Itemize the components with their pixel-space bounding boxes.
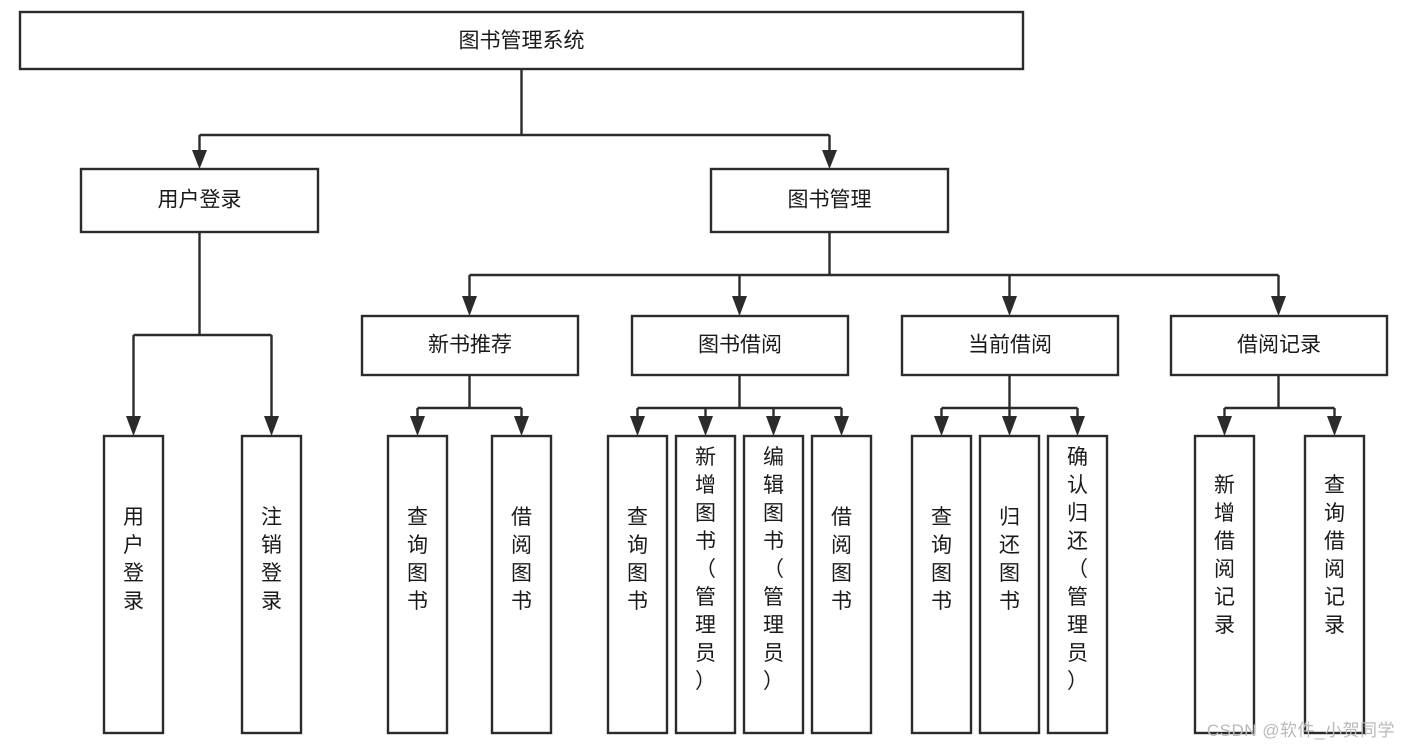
node-root[interactable]: 图书管理系统 (18, 10, 1025, 71)
node-leaf-borrow-book-box[interactable] (810, 434, 873, 735)
node-leaf-user-login-label: 用户登录 (123, 506, 144, 613)
node-leaf-rec-borrow-book[interactable]: 借阅图书 (490, 434, 553, 735)
arrow-head-current-borrow (1002, 296, 1017, 316)
node-leaf-add-book-admin-label: 新增图书（管理员） (695, 446, 716, 693)
node-current-borrow[interactable]: 当前借阅 (900, 314, 1120, 377)
node-user-login[interactable]: 用户登录 (79, 167, 320, 234)
node-leaf-rec-borrow-book-label: 借阅图书 (511, 506, 532, 613)
arrow-head-rec-query-book (410, 416, 425, 436)
node-leaf-borrow-book-label: 借阅图书 (831, 506, 852, 613)
node-leaf-query-borrow-record[interactable]: 查询借阅记录 (1303, 434, 1366, 735)
node-book-borrow-box[interactable] (630, 314, 850, 377)
node-borrow-record-box[interactable] (1169, 314, 1389, 377)
node-leaf-add-borrow-record-label: 新增借阅记录 (1214, 474, 1235, 637)
node-user-login-label: 用户登录 (158, 189, 242, 212)
node-leaf-query-borrow-record-label: 查询借阅记录 (1324, 474, 1345, 637)
node-root-box[interactable] (18, 10, 1025, 71)
node-root-label: 图书管理系统 (459, 30, 585, 53)
node-leaf-add-borrow-record[interactable]: 新增借阅记录 (1193, 434, 1256, 735)
arrow-head-book-borrow (732, 296, 747, 316)
node-leaf-borrow-book[interactable]: 借阅图书 (810, 434, 873, 735)
arrow-head-book-manage (822, 150, 837, 169)
node-leaf-user-login[interactable]: 用户登录 (102, 434, 165, 735)
node-leaf-rec-borrow-book-box[interactable] (490, 434, 553, 735)
arrow-head-confirm-return-admin (1070, 416, 1085, 436)
node-leaf-edit-book-admin-label: 编辑图书（管理员） (763, 446, 784, 693)
arrow-head-leaf-user-login (126, 416, 141, 436)
node-leaf-rec-query-book[interactable]: 查询图书 (386, 434, 449, 735)
arrow-head-user-login (192, 150, 207, 169)
node-leaf-rec-query-book-label: 查询图书 (407, 506, 428, 613)
node-leaf-confirm-return-admin-box[interactable] (1046, 434, 1109, 735)
node-leaf-edit-book-admin[interactable]: 编辑图书（管理员） (742, 434, 805, 735)
node-leaf-return-book-box[interactable] (978, 434, 1041, 735)
node-book-manage-label: 图书管理 (788, 189, 872, 212)
arrow-head-return-book (1002, 416, 1017, 436)
arrow-head-add-book-admin (698, 416, 713, 436)
node-leaf-borrow-query-book-box[interactable] (606, 434, 669, 735)
arrow-head-cur-query-book (934, 416, 949, 436)
node-leaf-borrow-query-book[interactable]: 查询图书 (606, 434, 669, 735)
node-leaf-cur-query-book[interactable]: 查询图书 (910, 434, 973, 735)
node-current-borrow-label: 当前借阅 (968, 334, 1052, 357)
node-user-login-box[interactable] (79, 167, 320, 234)
node-leaf-add-book-admin[interactable]: 新增图书（管理员） (674, 434, 737, 735)
node-leaf-confirm-return-admin[interactable]: 确认归还（管理员） (1046, 434, 1109, 735)
node-leaf-return-book-label: 归还图书 (999, 506, 1020, 613)
arrow-head-borrow-book (834, 416, 849, 436)
node-leaf-add-book-admin-box[interactable] (674, 434, 737, 735)
connectors-layer (126, 69, 1342, 436)
node-leaf-add-borrow-record-box[interactable] (1193, 434, 1256, 735)
arrow-head-borrow-record (1271, 296, 1286, 316)
arrow-head-rec-borrow-book (514, 416, 529, 436)
node-leaf-cur-query-book-label: 查询图书 (931, 506, 952, 613)
arrow-head-leaf-user-logout (264, 416, 279, 436)
node-leaf-user-logout[interactable]: 注销登录 (240, 434, 303, 735)
node-leaf-borrow-query-book-label: 查询图书 (627, 506, 648, 613)
arrow-head-new-book-recommend (462, 296, 477, 316)
node-leaf-user-logout-box[interactable] (240, 434, 303, 735)
arrow-head-borrow-query-book (630, 416, 645, 436)
node-new-book-recommend-label: 新书推荐 (428, 334, 512, 357)
node-current-borrow-box[interactable] (900, 314, 1120, 377)
csdn-watermark: CSDN @软件_小贺同学 (1206, 721, 1395, 740)
arrow-head-query-borrow-record (1327, 416, 1342, 436)
node-book-borrow[interactable]: 图书借阅 (630, 314, 850, 377)
arrow-head-add-borrow-record (1217, 416, 1232, 436)
node-new-book-recommend[interactable]: 新书推荐 (360, 314, 580, 377)
node-book-manage[interactable]: 图书管理 (709, 167, 950, 234)
node-leaf-cur-query-book-box[interactable] (910, 434, 973, 735)
node-leaf-edit-book-admin-box[interactable] (742, 434, 805, 735)
node-borrow-record[interactable]: 借阅记录 (1169, 314, 1389, 377)
node-leaf-user-logout-label: 注销登录 (261, 506, 282, 613)
arrow-head-edit-book-admin (766, 416, 781, 436)
node-borrow-record-label: 借阅记录 (1237, 334, 1321, 357)
node-leaf-user-login-box[interactable] (102, 434, 165, 735)
node-leaf-confirm-return-admin-label: 确认归还（管理员） (1067, 446, 1088, 693)
node-book-manage-box[interactable] (709, 167, 950, 234)
node-leaf-query-borrow-record-box[interactable] (1303, 434, 1366, 735)
node-leaf-return-book[interactable]: 归还图书 (978, 434, 1041, 735)
node-book-borrow-label: 图书借阅 (698, 334, 782, 357)
node-new-book-recommend-box[interactable] (360, 314, 580, 377)
node-leaf-rec-query-book-box[interactable] (386, 434, 449, 735)
